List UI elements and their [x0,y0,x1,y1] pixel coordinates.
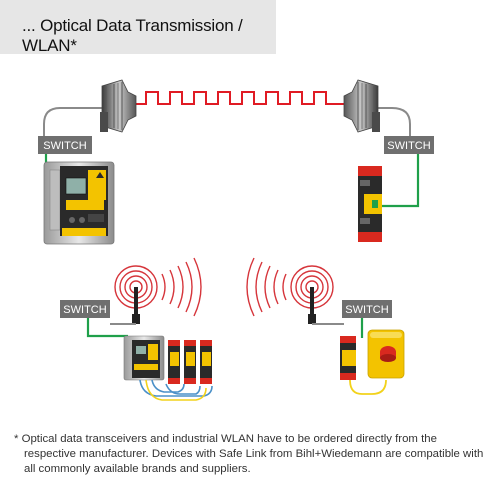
safety-module-icon [200,340,212,384]
emergency-stop-icon [367,329,405,379]
wlan-antenna-right-icon [308,287,316,324]
optical-transceiver-left-icon [100,79,137,133]
wlan-signal-left [114,257,202,317]
wlan-antenna-left-icon [132,287,140,324]
gateway-device-icon [43,161,115,245]
footnote: * Optical data transceivers and industri… [14,432,490,477]
network-line-right [378,107,411,138]
footnote-text: * Optical data transceivers and industri… [14,433,484,475]
safety-module-icon [340,336,356,380]
bus-cable-right [349,379,387,395]
safety-module-icon [168,340,180,384]
ethernet-cable-top-right [372,154,420,208]
switch-label: SWITCH [43,140,86,152]
switch-top-right: SWITCH [384,136,434,154]
wlan-signal-right [246,257,334,317]
safety-module-icon [184,340,196,384]
switch-bottom-right: SWITCH [342,300,392,318]
title-bar: ... Optical Data Transmission / WLAN* [0,0,276,55]
ethernet-cable-bottom-left [86,318,128,338]
safety-module-icon [358,166,382,242]
network-line-left [43,107,102,140]
optical-transceiver-right-icon [343,79,380,133]
switch-bottom-left: SWITCH [60,300,110,318]
network-diagram: SWITCH SWITCH [38,79,434,401]
bus-cables-left [139,379,213,401]
switch-label: SWITCH [345,304,388,316]
optical-signal-wave [136,91,344,105]
switch-label: SWITCH [387,140,430,152]
page-title: ... Optical Data Transmission / WLAN* [22,16,243,55]
switch-label: SWITCH [63,304,106,316]
switch-top-left: SWITCH [38,136,92,154]
gateway-device-small-icon [123,335,165,381]
